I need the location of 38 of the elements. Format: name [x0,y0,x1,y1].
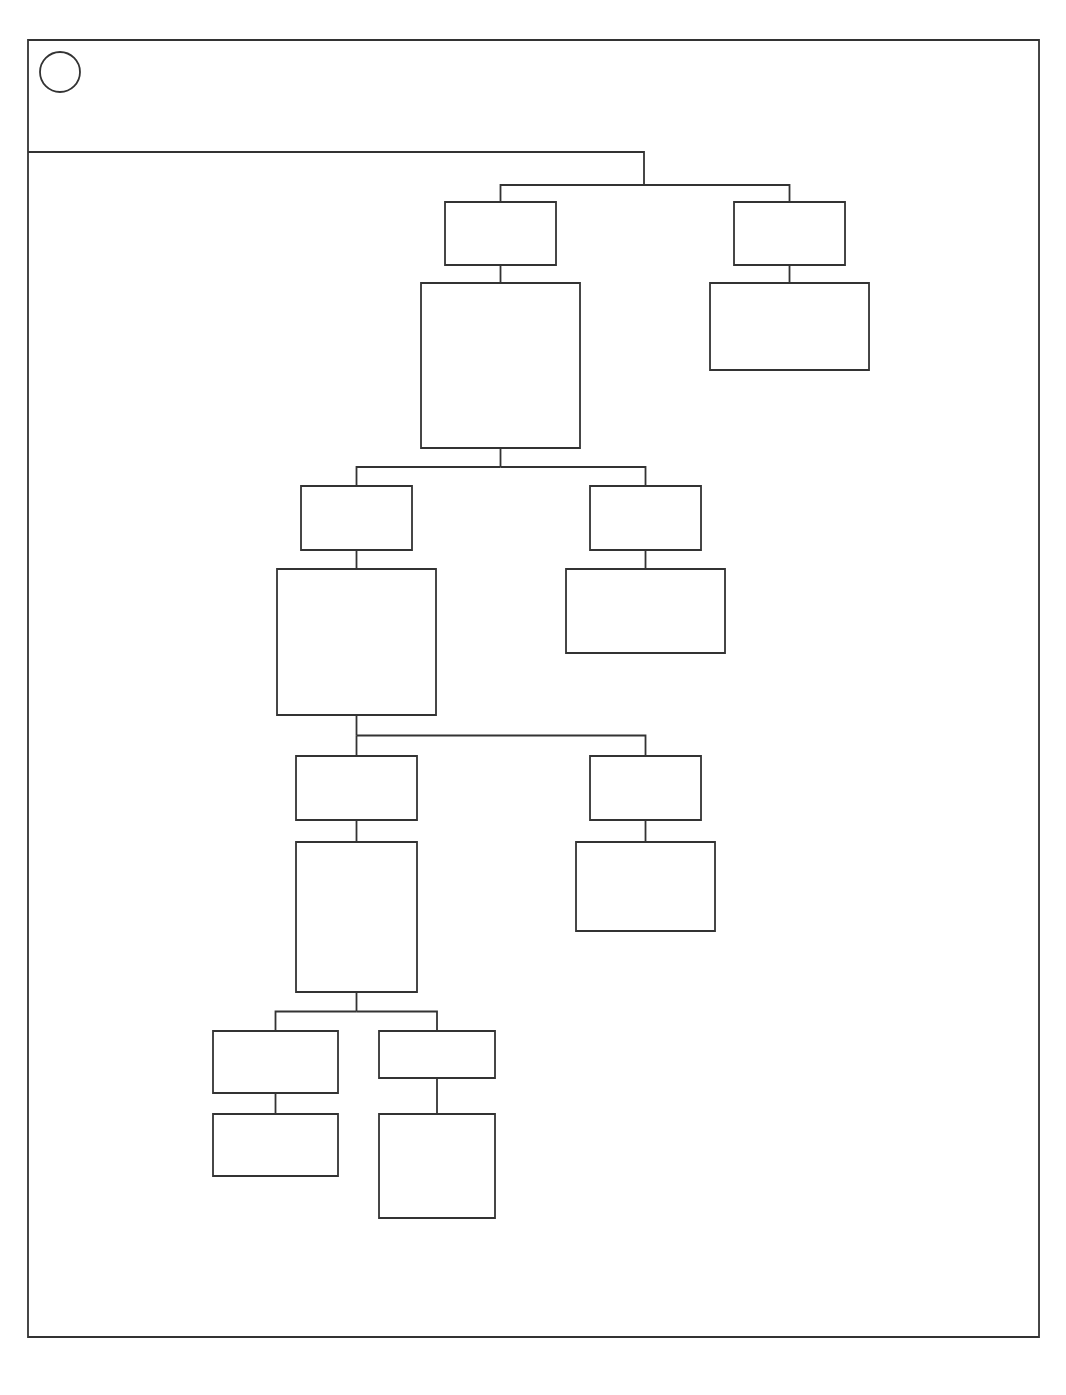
connector-line [644,819,647,843]
blank-box [295,841,418,993]
blank-box [709,282,870,371]
connector-line [788,264,791,284]
connector-line [499,184,645,203]
connector-line [643,184,791,203]
blank-box [444,201,557,266]
connector-line [355,466,502,487]
connector-line [499,466,647,487]
blank-box [212,1113,339,1177]
blank-box [212,1030,339,1094]
connector-line [355,1010,438,1032]
blank-box [295,755,418,821]
blank-box [589,485,702,551]
connector-line [355,819,358,843]
blank-box [378,1030,496,1079]
outer-frame [27,39,1040,1338]
blank-box [575,841,716,932]
connector-line [436,1077,438,1115]
blank-box [276,568,437,716]
blank-box [300,485,413,551]
blank-box [420,282,581,449]
connector-line [499,447,502,468]
blank-box [565,568,726,654]
blank-box [589,755,702,821]
connector-line [644,549,647,570]
blank-circle [39,51,81,93]
connector-line [274,1010,358,1032]
connector-line [27,151,645,186]
connector-line [499,264,502,284]
connector-line [274,1092,277,1115]
blank-box [378,1113,496,1219]
connector-line [355,991,358,1013]
connector-line [355,734,358,757]
connector-line [355,714,358,737]
connector-line [355,734,647,757]
blank-box [733,201,846,266]
connector-line [355,549,358,570]
